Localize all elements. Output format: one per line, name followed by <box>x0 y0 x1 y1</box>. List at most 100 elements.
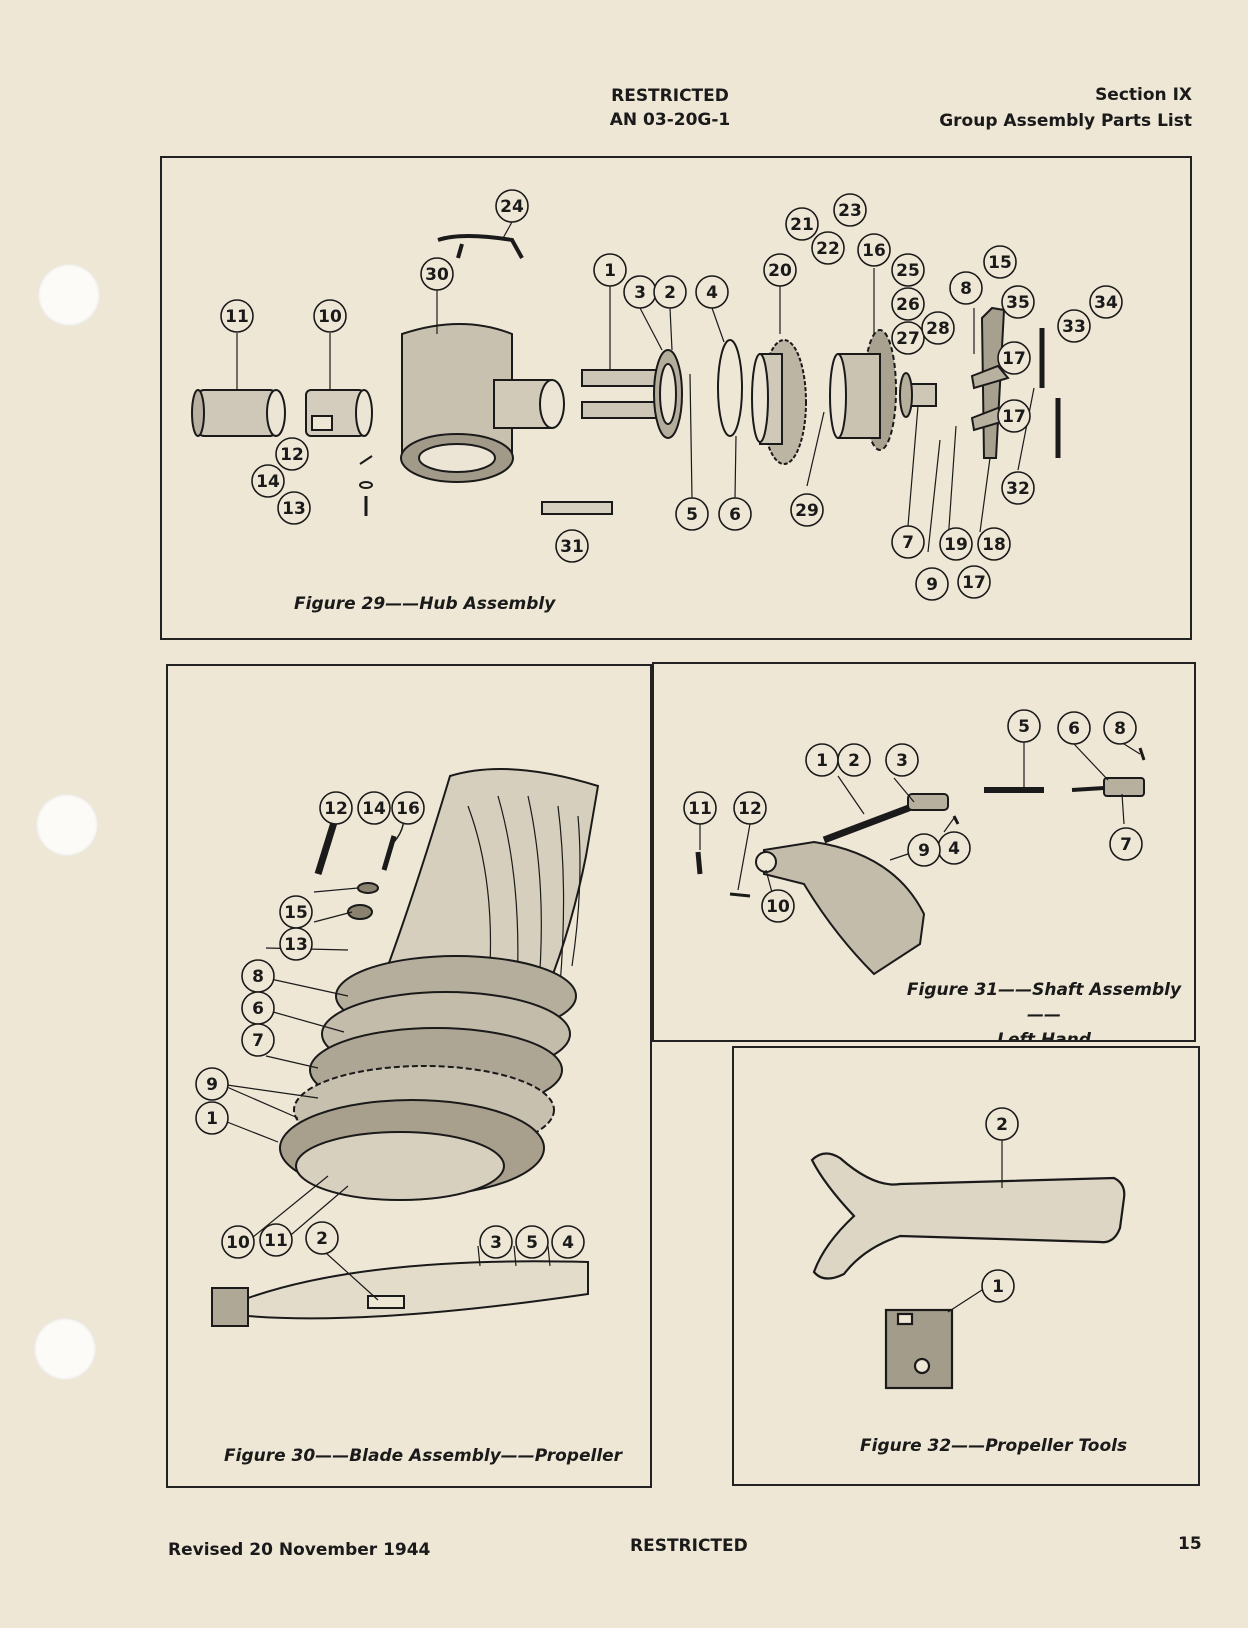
callout-12: 12 <box>319 791 353 825</box>
svg-text:17: 17 <box>962 573 986 593</box>
callout-3: 3 <box>885 743 919 777</box>
callout-7: 7 <box>241 1023 275 1057</box>
callout-14: 14 <box>251 464 285 498</box>
svg-text:33: 33 <box>1062 317 1086 337</box>
plate-part-16 <box>829 329 897 451</box>
svg-text:14: 14 <box>362 799 386 819</box>
figure-29-hub-assembly: 11 10 30 24 12 14 13 31 1 3 2 4 5 6 29 2… <box>160 156 1192 640</box>
callout-17-lower: 17 <box>997 399 1031 433</box>
svg-text:2: 2 <box>848 751 860 771</box>
binder-hole-bottom <box>34 1318 96 1380</box>
callout-3: 3 <box>479 1225 513 1259</box>
callout-18: 17 <box>957 565 991 599</box>
callout-13: 13 <box>277 491 311 525</box>
svg-text:4: 4 <box>948 839 960 859</box>
svg-text:1: 1 <box>992 1277 1004 1297</box>
svg-text:7: 7 <box>902 533 914 553</box>
svg-text:17: 17 <box>1002 349 1026 369</box>
svg-text:11: 11 <box>225 307 249 327</box>
callout-36: 35 <box>1001 285 1035 319</box>
svg-text:13: 13 <box>284 935 308 955</box>
figure-31-caption-line1: Figure 31——Shaft Assembly—— <box>906 980 1182 1025</box>
figure-30-caption: Figure 30——Blade Assembly——Propeller <box>224 1446 623 1466</box>
callout-17-upper: 17 <box>997 341 1031 375</box>
callout-9: 9 <box>915 567 949 601</box>
callout-16: 16 <box>857 233 891 267</box>
callout-16: 16 <box>391 791 425 825</box>
svg-text:6: 6 <box>252 999 264 1019</box>
svg-text:1: 1 <box>206 1109 218 1129</box>
callout-25: 24 <box>495 189 529 223</box>
svg-text:21: 21 <box>790 215 814 235</box>
callout-35: 34 <box>1089 285 1123 319</box>
callout-4: 4 <box>937 831 971 865</box>
svg-text:9: 9 <box>918 841 930 861</box>
svg-text:31: 31 <box>560 537 584 557</box>
svg-text:4: 4 <box>562 1233 574 1253</box>
callout-11: 11 <box>259 1223 293 1257</box>
callout-1: 1 <box>805 743 839 777</box>
callout-6: 6 <box>241 991 275 1025</box>
svg-text:28: 28 <box>926 319 950 339</box>
callout-2: 2 <box>985 1107 1019 1141</box>
svg-text:16: 16 <box>862 241 886 261</box>
header-center: RESTRICTED AN 03-20G-1 <box>560 84 780 132</box>
svg-text:8: 8 <box>1114 719 1126 739</box>
blade-profile-outline <box>211 1260 589 1327</box>
svg-text:27: 27 <box>896 329 920 349</box>
key-part-32 <box>541 501 613 515</box>
callout-2: 2 <box>837 743 871 777</box>
callout-9: 9 <box>195 1067 229 1101</box>
svg-text:1: 1 <box>816 751 828 771</box>
blade-assembly-illustration: 12 14 16 15 13 8 6 7 9 1 10 11 2 3 5 4 <box>195 767 600 1327</box>
callout-19: 18 <box>977 527 1011 561</box>
figure-31-caption-line2: Left Hand <box>997 1030 1091 1042</box>
footer-revised-date: Revised 20 November 1944 <box>168 1540 431 1560</box>
callout-33: 32 <box>1001 471 1035 505</box>
shaft-assembly-illustration: 1 2 3 4 5 6 8 7 11 12 10 9 <box>683 709 1146 976</box>
callout-24: 23 <box>833 193 867 227</box>
bushing-part-10 <box>305 389 373 437</box>
callout-5: 5 <box>1007 709 1041 743</box>
callout-8: 8 <box>949 271 983 305</box>
svg-text:8: 8 <box>252 967 264 987</box>
svg-text:10: 10 <box>318 307 342 327</box>
callout-10: 10 <box>761 889 795 923</box>
ring-part-4 <box>717 339 743 437</box>
callout-1: 1 <box>593 253 627 287</box>
header-classification: RESTRICTED <box>611 86 729 106</box>
svg-text:2: 2 <box>316 1229 328 1249</box>
callout-4: 4 <box>551 1225 585 1259</box>
callout-15: 15 <box>279 895 313 929</box>
svg-text:6: 6 <box>729 505 741 525</box>
callout-28: 27 <box>891 321 925 355</box>
svg-text:3: 3 <box>634 283 646 303</box>
callout-13: 13 <box>279 927 313 961</box>
svg-text:3: 3 <box>490 1233 502 1253</box>
figure-31-shaft-assembly: 1 2 3 4 5 6 8 7 11 12 10 9 Figure 31——Sh… <box>652 662 1196 1042</box>
spanner-wrench-part-2 <box>810 1152 1126 1280</box>
callout-12: 12 <box>733 791 767 825</box>
callout-1: 1 <box>981 1269 1015 1303</box>
svg-text:11: 11 <box>688 799 712 819</box>
nut-tool-part-1 <box>884 1308 954 1390</box>
svg-text:23: 23 <box>838 201 862 221</box>
shaft-part-1 <box>581 349 683 439</box>
binder-hole-top <box>38 264 100 326</box>
svg-text:3: 3 <box>896 751 908 771</box>
header-section-title: Group Assembly Parts List <box>939 111 1192 131</box>
figure-29-caption: Figure 29——Hub Assembly <box>294 594 556 614</box>
svg-text:11: 11 <box>264 1231 288 1251</box>
nut-part-13 <box>347 904 373 920</box>
svg-text:6: 6 <box>1068 719 1080 739</box>
figure-32-caption: Figure 32——Propeller Tools <box>860 1436 1128 1456</box>
callout-27: 26 <box>891 287 925 321</box>
figure-32-propeller-tools: 2 1 Figure 32——Propeller Tools <box>732 1046 1200 1486</box>
svg-text:22: 22 <box>816 239 840 259</box>
callout-6: 6 <box>1057 711 1091 745</box>
svg-text:30: 30 <box>425 265 449 285</box>
svg-text:15: 15 <box>988 253 1012 273</box>
callout-11: 11 <box>683 791 717 825</box>
svg-text:5: 5 <box>686 505 698 525</box>
callout-14: 14 <box>357 791 391 825</box>
